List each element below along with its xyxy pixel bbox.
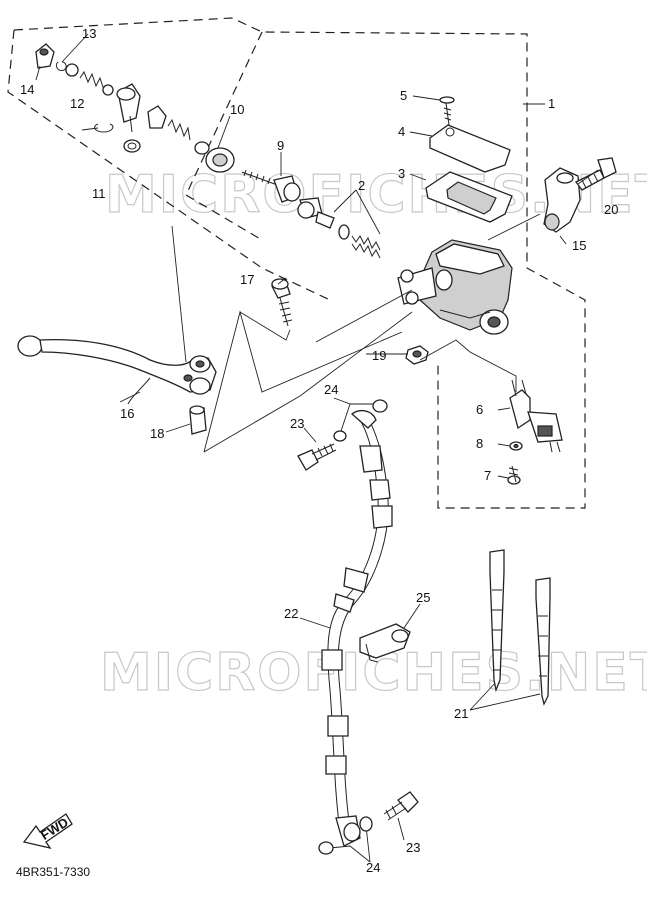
fwd-arrow: FWD [22, 813, 73, 850]
bolt-17 [271, 278, 293, 327]
copper-washers [318, 399, 388, 855]
callout-11: 11 [92, 186, 106, 201]
pushrod-9 [241, 169, 301, 203]
leader-lines [35, 33, 599, 863]
callout-9: 9 [277, 138, 284, 153]
brake-lever [17, 335, 217, 405]
callout-16: 16 [120, 406, 134, 421]
boot-10 [194, 141, 235, 173]
callout-3: 3 [398, 166, 405, 181]
nut-19 [405, 345, 429, 365]
callout-23-bottom: 23 [406, 840, 420, 855]
callout-24-top: 24 [324, 382, 338, 397]
callout-20: 20 [604, 202, 618, 217]
callout-5: 5 [400, 88, 407, 103]
banjo-bolt-top [297, 443, 337, 471]
washer-8 [509, 441, 523, 451]
callout-21: 21 [454, 706, 468, 721]
circlip-13 [55, 61, 79, 77]
nut-adjuster [147, 105, 191, 141]
callout-24-bottom: 24 [366, 860, 380, 875]
washer-small [123, 139, 141, 153]
callout-23-top: 23 [290, 416, 304, 431]
diaphragm [425, 171, 513, 223]
callout-25: 25 [416, 590, 430, 605]
callout-17: 17 [240, 272, 254, 287]
brake-hose [321, 409, 393, 847]
cap-14 [35, 43, 55, 69]
callout-12: 12 [70, 96, 84, 111]
callout-6: 6 [476, 402, 483, 417]
clip-12 [94, 123, 114, 133]
callout-1: 1 [548, 96, 555, 111]
callout-14: 14 [20, 82, 34, 97]
brake-switch [509, 379, 563, 453]
callout-4: 4 [398, 124, 405, 139]
diagram-code: 4BR351-7330 [16, 865, 90, 879]
callout-8: 8 [476, 436, 483, 451]
callout-13: 13 [82, 26, 96, 41]
screw-5 [439, 96, 455, 126]
callouts: 1 2 3 4 5 6 7 8 9 10 11 12 13 14 15 16 1… [20, 26, 618, 875]
holder-15 [543, 167, 581, 233]
callout-7: 7 [484, 468, 491, 483]
callout-19: 19 [372, 348, 386, 363]
callout-15: 15 [572, 238, 586, 253]
callout-10: 10 [230, 102, 244, 117]
assembly-boundary [7, 17, 586, 509]
callout-2: 2 [358, 178, 365, 193]
cable-ties [489, 549, 551, 706]
reservoir-cap [429, 124, 511, 173]
hose-guide-25 [359, 623, 411, 663]
master-cylinder-body [397, 239, 513, 335]
callout-18: 18 [150, 426, 164, 441]
piston-kit [297, 197, 381, 259]
screw-7 [507, 465, 521, 485]
callout-22: 22 [284, 606, 298, 621]
adjuster-body [116, 83, 141, 133]
banjo-bolt-bottom [383, 791, 419, 821]
spring-small [79, 70, 114, 96]
collar-18 [189, 405, 207, 435]
